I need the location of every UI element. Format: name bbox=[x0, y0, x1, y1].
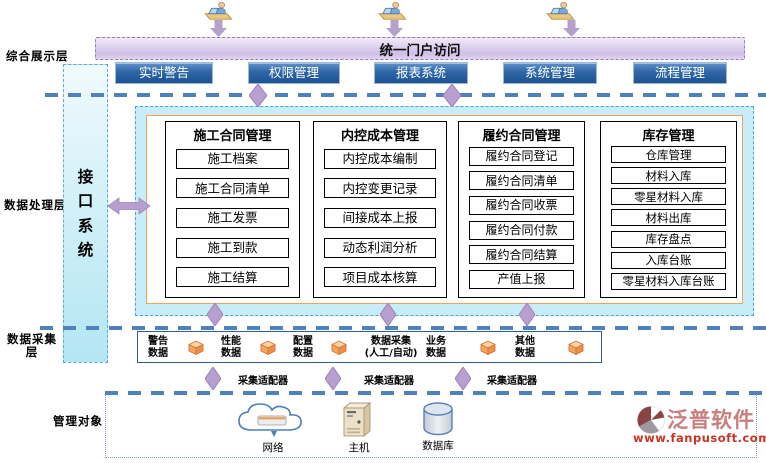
server-icon bbox=[342, 402, 372, 437]
purple-diamond-connector bbox=[519, 303, 535, 326]
module-item: 施工合同清单 bbox=[176, 178, 289, 199]
module-item: 履约合同结算 bbox=[469, 245, 574, 265]
module-item: 履约合同登记 bbox=[469, 146, 574, 166]
data-source-config: 配置 数据 bbox=[293, 336, 313, 359]
module-item: 施工到款 bbox=[176, 237, 289, 258]
module-title: 库存管理 bbox=[642, 129, 695, 144]
module-item: 项目成本核算 bbox=[324, 267, 436, 288]
vendor-logo-mark bbox=[637, 406, 665, 434]
data-source-business: 业务 数据 bbox=[426, 336, 446, 359]
data-source-performance: 性能 数据 bbox=[221, 336, 241, 359]
orange-cube-icon bbox=[568, 340, 584, 355]
host-label: 主机 bbox=[348, 442, 370, 454]
module-item: 入库台账 bbox=[611, 251, 726, 269]
vendor-logo-url: www.fanpusoft.com bbox=[633, 431, 766, 445]
data-sources-box: 警告 数据 性能 数据 配置 数据 数据采集 (人工/自动) bbox=[137, 331, 602, 363]
cloud-network-icon bbox=[238, 403, 302, 437]
vendor-logo-name: 泛普软件 bbox=[667, 408, 755, 432]
purple-diamond-connector bbox=[455, 367, 471, 390]
module-title: 内控成本管理 bbox=[340, 129, 419, 144]
layer-separator bbox=[40, 326, 766, 330]
orange-cube-icon bbox=[188, 340, 204, 355]
portal-title: 统一门户访问 bbox=[379, 42, 461, 59]
data-source-manual-auto: 数据采集 (人工/自动) bbox=[364, 336, 418, 359]
button-realtime-alert: 实时警告 bbox=[115, 62, 213, 84]
module-item: 内控变更记录 bbox=[324, 178, 436, 199]
button-process-mgmt: 流程管理 bbox=[633, 62, 727, 84]
layer-separator bbox=[45, 93, 766, 97]
button-report-system: 报表系统 bbox=[374, 62, 468, 84]
module-item: 施工结算 bbox=[176, 267, 289, 288]
layer-label-objects: 管理对象 bbox=[53, 414, 103, 428]
purple-diamond-connector bbox=[205, 367, 221, 390]
data-source-alert: 警告 数据 bbox=[148, 336, 168, 359]
module-item: 施工发票 bbox=[176, 207, 289, 228]
interface-system-label: 接口系统 bbox=[77, 168, 94, 259]
purple-down-arrow bbox=[386, 20, 403, 37]
purple-diamond-connector bbox=[380, 303, 396, 326]
purple-diamond-connector bbox=[443, 84, 461, 107]
module-item: 内控成本编制 bbox=[324, 148, 436, 169]
module-item: 仓库管理 bbox=[611, 146, 726, 164]
module-item: 库存盘点 bbox=[611, 230, 726, 248]
purple-diamond-connector bbox=[207, 303, 223, 326]
interface-system-box: 接口系统 bbox=[63, 64, 108, 363]
module-item: 履约合同付款 bbox=[469, 220, 574, 240]
module-inventory: 库存管理 仓库管理 材料入库 零星材料入库 材料出库 库存盘点 入库台账 零星材… bbox=[600, 121, 737, 298]
user-at-laptop-icon bbox=[378, 1, 407, 20]
orange-cube-icon bbox=[260, 340, 276, 355]
data-source-other: 其他 数据 bbox=[515, 336, 535, 359]
adapter-label: 采集适配器 bbox=[238, 376, 288, 387]
adapter-label: 采集适配器 bbox=[364, 376, 414, 387]
module-internal-cost: 内控成本管理 内控成本编制 内控变更记录 间接成本上报 动态利润分析 项目成本核… bbox=[313, 121, 447, 298]
database-icon bbox=[423, 402, 453, 436]
module-item: 履约合同收票 bbox=[469, 196, 574, 216]
network-label: 网络 bbox=[262, 442, 284, 454]
layer-separator bbox=[105, 391, 766, 395]
module-item: 零星材料入库台账 bbox=[611, 272, 726, 290]
module-performance-contract: 履约合同管理 履约合同登记 履约合同清单 履约合同收票 履约合同付款 履约合同结… bbox=[458, 121, 585, 298]
purple-down-arrow bbox=[210, 20, 227, 37]
portal-bar: 统一门户访问 bbox=[95, 37, 745, 60]
purple-down-arrow bbox=[563, 20, 580, 37]
module-item: 零星材料入库 bbox=[611, 188, 726, 206]
module-title: 履约合同管理 bbox=[482, 129, 561, 144]
module-item: 动态利润分析 bbox=[324, 237, 436, 258]
module-item: 履约合同清单 bbox=[469, 171, 574, 191]
button-system-mgmt: 系统管理 bbox=[503, 62, 597, 84]
purple-diamond-connector bbox=[325, 367, 341, 390]
module-item: 间接成本上报 bbox=[324, 207, 436, 228]
layer-label-display: 综合展示层 bbox=[6, 49, 69, 63]
layer-label-processing: 数据处理层 bbox=[4, 198, 67, 212]
layer-label-collection: 数据采集层 bbox=[7, 332, 57, 360]
purple-double-arrow bbox=[108, 197, 150, 215]
button-permission-mgmt: 权限管理 bbox=[248, 62, 340, 84]
user-at-laptop-icon bbox=[204, 1, 233, 20]
orange-cube-icon bbox=[480, 340, 496, 355]
orange-cube-icon bbox=[331, 340, 347, 355]
module-item: 材料入库 bbox=[611, 167, 726, 185]
module-construction-contract: 施工合同管理 施工档案 施工合同清单 施工发票 施工到款 施工结算 bbox=[165, 121, 300, 298]
module-item: 材料出库 bbox=[611, 209, 726, 227]
module-item: 产值上报 bbox=[469, 270, 574, 290]
adapter-label: 采集适配器 bbox=[487, 376, 537, 387]
module-title: 施工合同管理 bbox=[193, 129, 272, 144]
database-label: 数据库 bbox=[422, 440, 454, 452]
module-item: 施工档案 bbox=[176, 148, 289, 169]
user-at-laptop-icon bbox=[546, 1, 575, 20]
purple-diamond-connector bbox=[249, 84, 267, 107]
